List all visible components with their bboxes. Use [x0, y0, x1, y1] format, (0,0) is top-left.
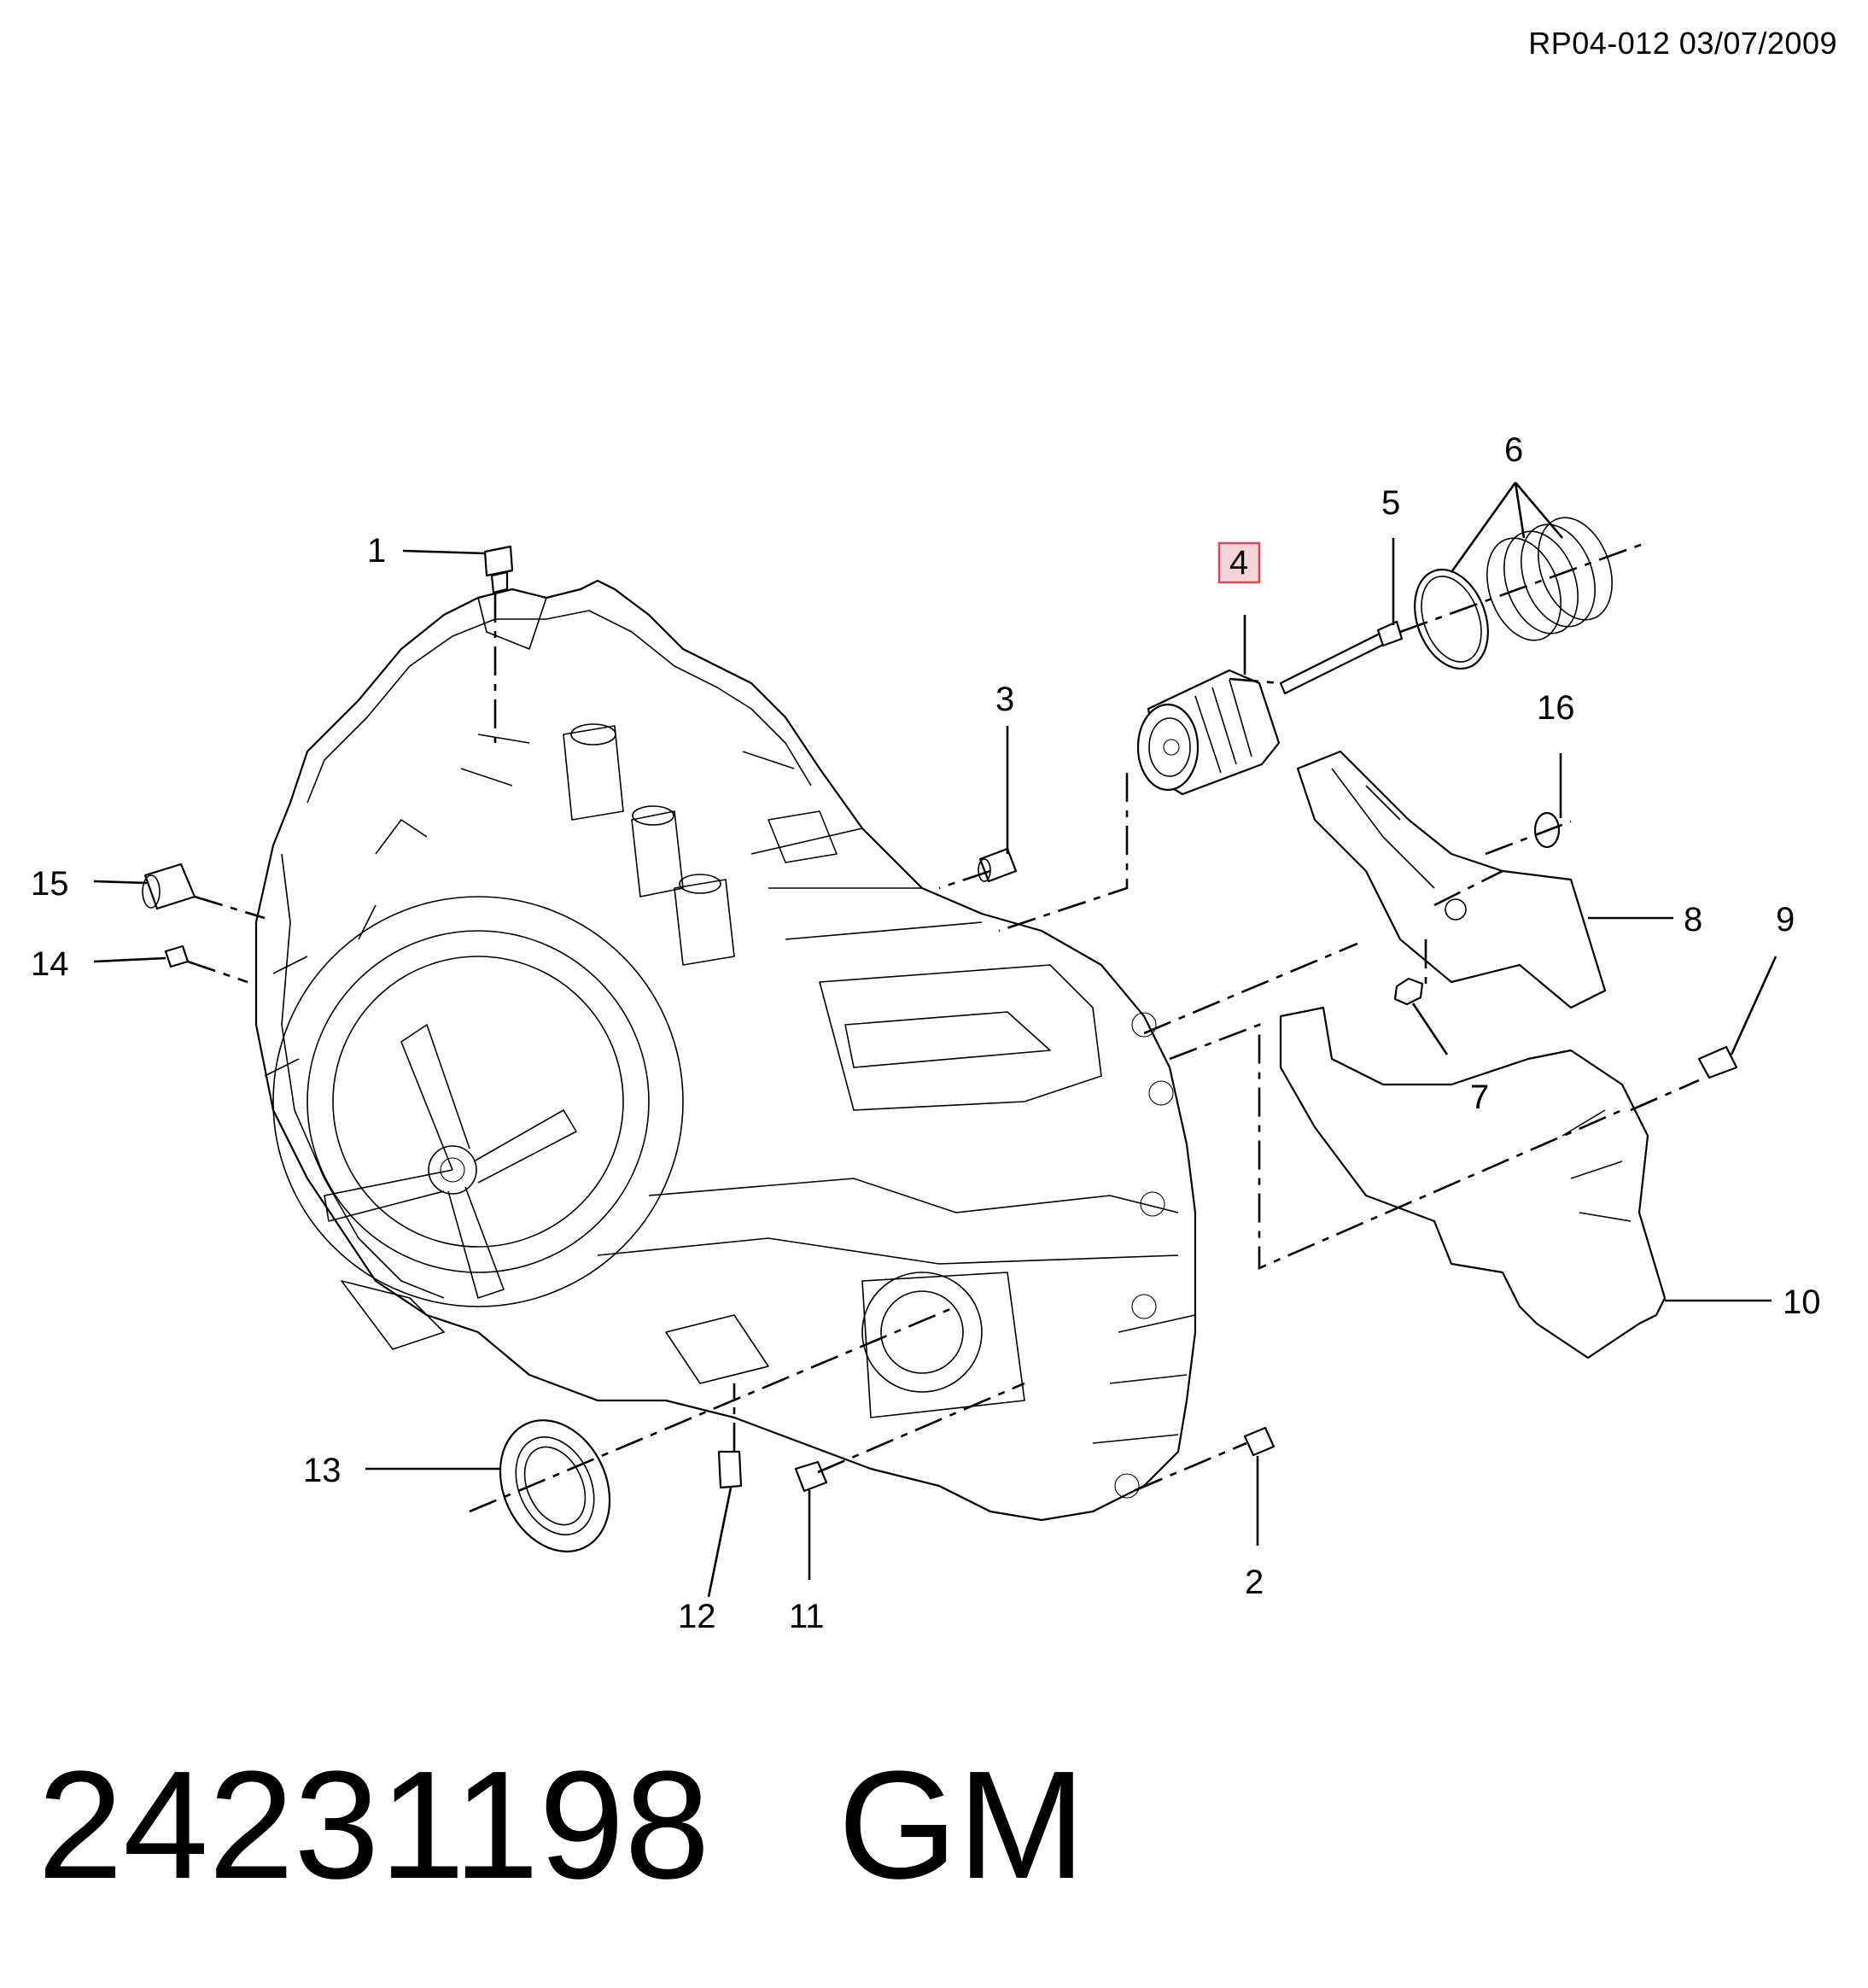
part-15-sleeve	[142, 862, 196, 910]
callout-4-highlight	[1217, 541, 1261, 584]
assembly-axes	[187, 541, 1700, 1513]
callout-8: 8	[1684, 901, 1702, 938]
callout-9: 9	[1776, 901, 1795, 938]
callout-1: 1	[367, 532, 386, 570]
part-7-nut	[1393, 977, 1424, 1006]
part-2-dowel	[1243, 1426, 1275, 1457]
callout-15: 15	[31, 865, 69, 903]
part-8-bracket	[1296, 750, 1607, 1009]
part-11-bolt	[794, 1460, 828, 1493]
part-10-shield	[1279, 1006, 1667, 1359]
part-13-seal	[499, 1419, 611, 1552]
part-number-title: 24231198 GM	[38, 1740, 1086, 1911]
part-6-seals-spring	[1414, 517, 1613, 670]
callout-16: 16	[1537, 689, 1575, 727]
callout-14: 14	[31, 945, 69, 983]
part-14-pin	[164, 944, 190, 968]
callout-labels: 1 2 3 4 5 6 7 8 9 10 11 12 13 14 15 16	[31, 431, 1821, 1635]
part-1-plug	[483, 545, 514, 594]
part-3-dowel	[978, 847, 1018, 883]
callout-4: 4	[1229, 544, 1248, 582]
callout-6: 6	[1504, 431, 1523, 469]
callout-5: 5	[1381, 484, 1400, 522]
callout-11: 11	[789, 1598, 825, 1635]
callout-13: 13	[303, 1452, 341, 1489]
callout-3: 3	[995, 681, 1014, 718]
callout-10: 10	[1783, 1283, 1821, 1321]
part-12-fitting	[717, 1450, 743, 1489]
part-4-piston	[1136, 669, 1281, 796]
diagram-reference-code: RP04-012 03/07/2009	[1528, 26, 1837, 61]
callout-12: 12	[678, 1598, 716, 1635]
part-9-bolt	[1697, 1045, 1738, 1079]
transmission-housing	[254, 579, 1197, 1522]
callout-7: 7	[1470, 1079, 1489, 1116]
callout-2: 2	[1245, 1564, 1264, 1601]
part-5-rod	[1279, 620, 1404, 695]
leader-lines	[93, 482, 1778, 1598]
